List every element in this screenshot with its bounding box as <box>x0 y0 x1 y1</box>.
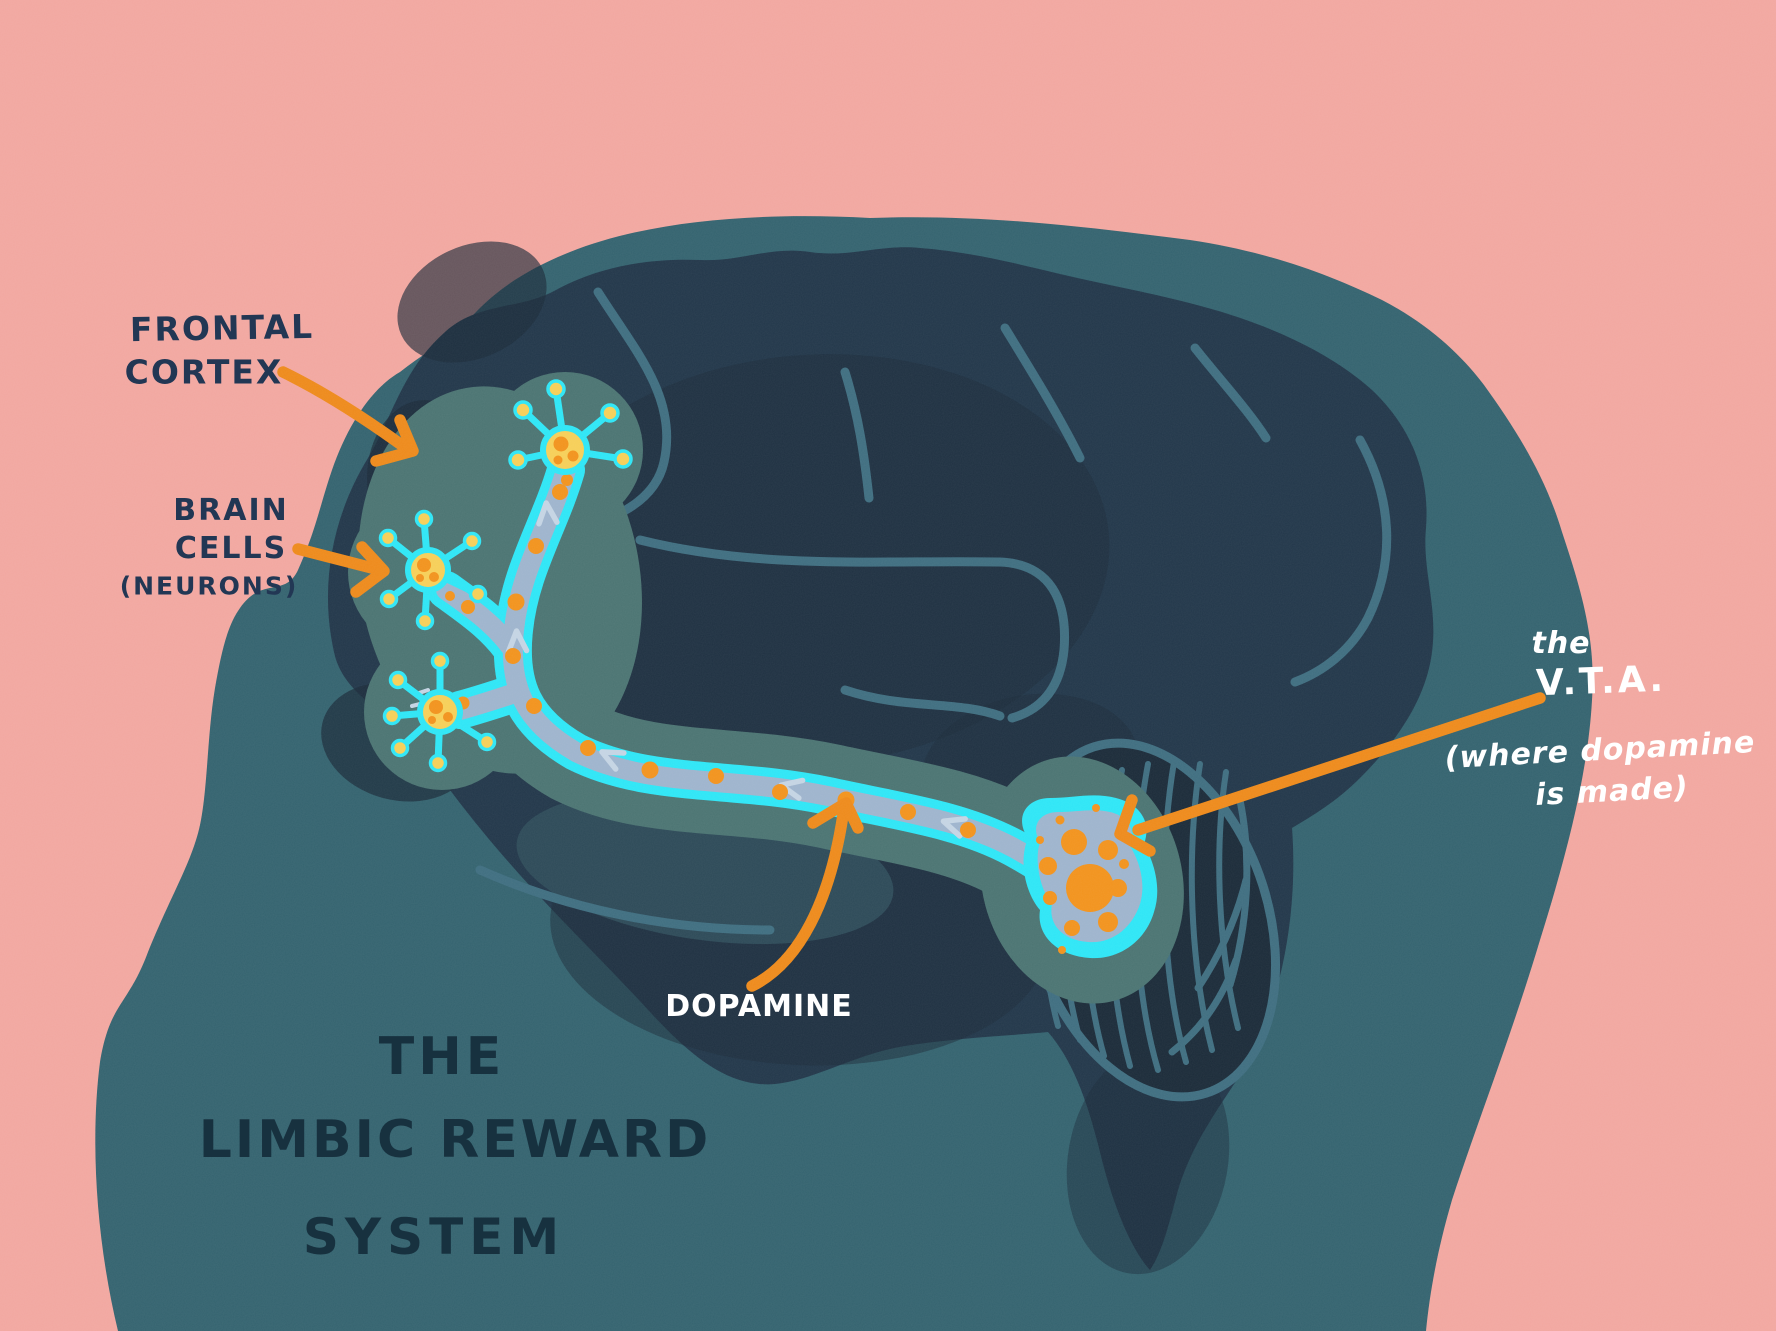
page-title-line2: LIMBIC REWARD <box>198 1110 712 1170</box>
brain-cells-label-line1: BRAIN <box>173 493 289 528</box>
brain-cells-label-line2: CELLS <box>174 531 288 566</box>
vta-label-lead-in: the <box>1531 626 1591 661</box>
dopamine-label: DOPAMINE <box>665 989 853 1024</box>
page-title-line1: THE <box>378 1027 506 1087</box>
vta-label: V.T.A. <box>1535 658 1667 705</box>
frontal-cortex-label-line1: FRONTAL <box>129 306 315 350</box>
frontal-cortex-label-line2: CORTEX <box>124 352 284 392</box>
page-title-line3: SYSTEM <box>302 1208 566 1266</box>
vta-note-line2: is made) <box>1534 770 1690 813</box>
brain-cells-label-line3: (NEURONS) <box>119 571 299 601</box>
